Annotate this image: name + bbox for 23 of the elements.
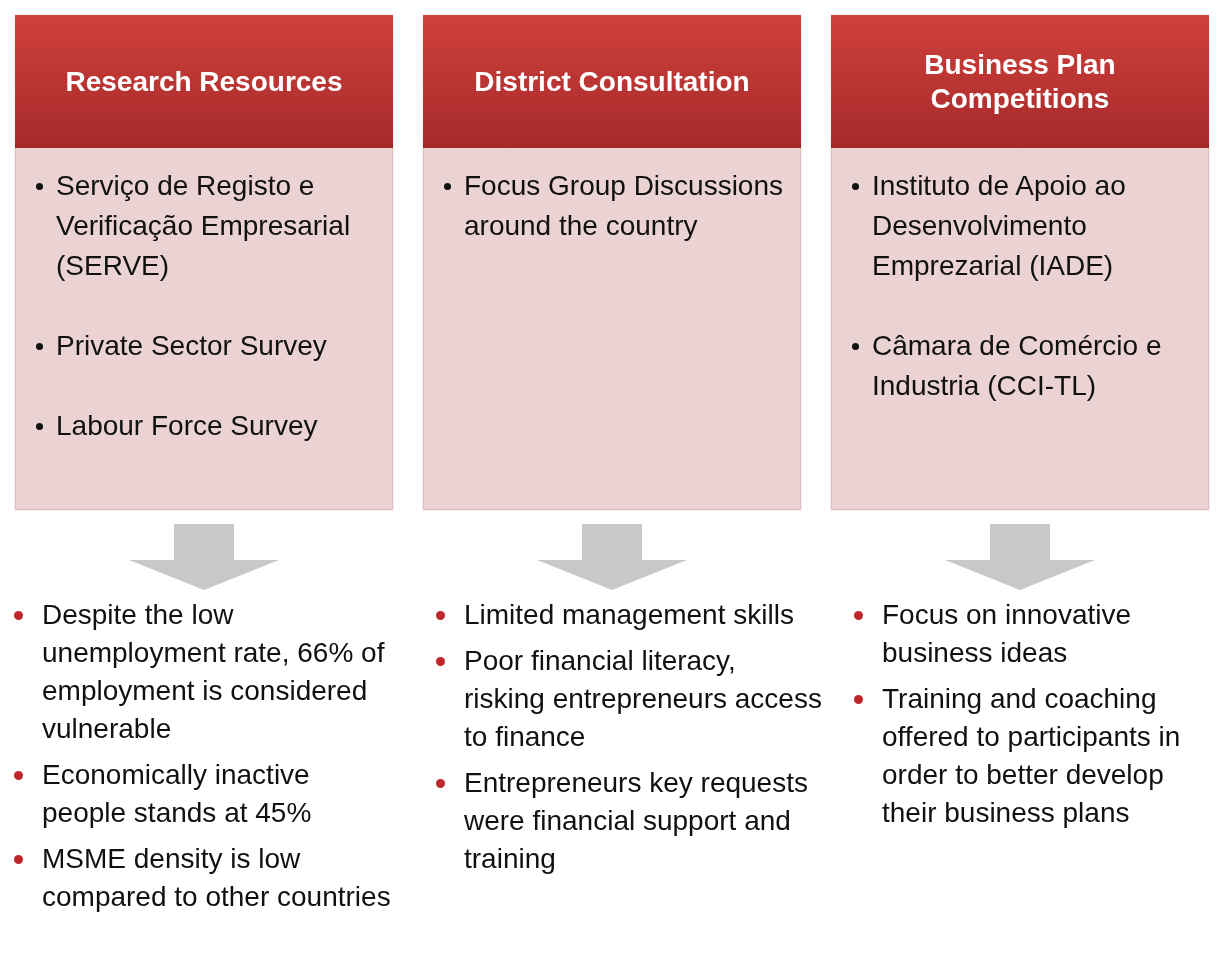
bullet-text: Focus on innovative business ideas bbox=[882, 599, 1132, 668]
bullet-text: Instituto de Apoio ao Desenvolvimento Emprezarial (IADE) bbox=[872, 170, 1126, 281]
bullet-text: Focus Group Discussions around the country bbox=[464, 170, 783, 241]
column-header: Research Resources bbox=[15, 15, 393, 148]
column-header: District Consultation bbox=[423, 15, 801, 148]
block-arrow bbox=[945, 524, 1095, 590]
bullet-text: Poor financial literacy, risking entrepreneurs access to finance bbox=[464, 645, 822, 752]
block-arrow bbox=[537, 524, 687, 590]
bullet-text: Economically inactive people stands at 45% bbox=[42, 759, 312, 828]
block-arrow bbox=[129, 524, 279, 590]
column-card bbox=[423, 15, 801, 510]
bullet-text: Training and coaching offered to participants in order to better develop their business plans bbox=[882, 683, 1181, 828]
bullet-text: Serviço de Registo e Verificação Empresarial (SERVE) bbox=[56, 170, 351, 281]
bullet-text: MSME density is low compared to other countries bbox=[42, 843, 391, 912]
column-header: Business Plan Competitions bbox=[831, 15, 1209, 148]
bullet-text: Câmara de Comércio e Industria (CCI-TL) bbox=[872, 330, 1162, 401]
bullet-text: Despite the low unemployment rate, 66% of employment is considered vulnerable bbox=[42, 599, 385, 744]
bullet-text: Limited management skills bbox=[464, 599, 794, 630]
bullet-text: Entrepreneurs key requests were financial support and training bbox=[464, 767, 808, 874]
bullet-text: Private Sector Survey bbox=[56, 330, 327, 361]
column-card bbox=[15, 15, 393, 510]
bullet-text: Labour Force Survey bbox=[56, 410, 318, 441]
column-card bbox=[831, 15, 1209, 510]
